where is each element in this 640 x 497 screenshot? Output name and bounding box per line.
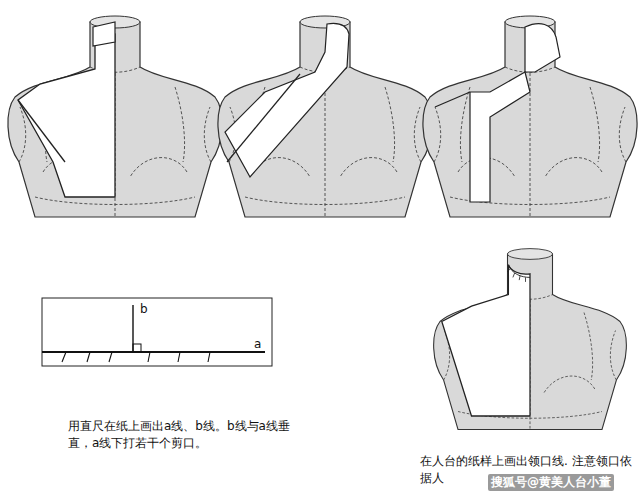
bust-neckline: [434, 249, 627, 430]
watermark: 搜狐号@黄美人台小董: [488, 474, 614, 491]
bust-step-2: [218, 16, 432, 217]
line-label: b: [140, 301, 148, 318]
bust-step-3: [423, 16, 637, 217]
paper-strip: [42, 298, 272, 366]
line-label: a: [254, 336, 261, 353]
bust-step-1: [8, 16, 222, 217]
step-note: 用直尺在纸上画出a线、b线。b线与a线垂直，a线下打若干个剪口。: [68, 418, 290, 452]
